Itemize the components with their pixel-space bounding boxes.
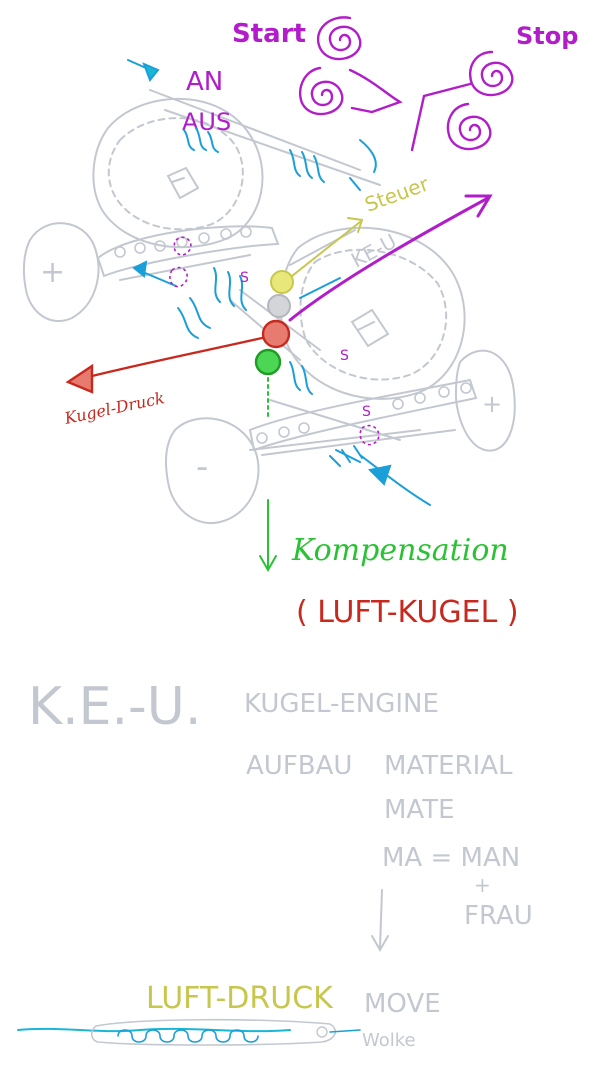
grey-down-arrow bbox=[371, 889, 389, 953]
plus-plate bbox=[22, 222, 100, 323]
red-ball bbox=[261, 319, 291, 349]
upper-drum bbox=[166, 166, 200, 200]
keu-big-title: K.E.-U. bbox=[28, 677, 201, 737]
green-ball bbox=[254, 348, 282, 376]
s-marker-2: S bbox=[340, 348, 349, 364]
green-down-arrow bbox=[259, 377, 277, 573]
red-arrow-text: Kugel-Druck bbox=[62, 388, 166, 428]
start-label: Start bbox=[232, 19, 306, 49]
lower-drum bbox=[350, 308, 390, 348]
aus-label: AUS bbox=[182, 108, 231, 136]
material-note: MATERIAL bbox=[384, 751, 513, 781]
move-note: MOVE bbox=[364, 989, 441, 1019]
olive-ball bbox=[270, 270, 294, 294]
kompensation-label: Kompensation bbox=[291, 533, 509, 568]
wolke-note: Wolke bbox=[362, 1030, 416, 1051]
wolke-drawing bbox=[17, 1018, 361, 1046]
purple-dash-marks bbox=[169, 236, 380, 446]
stop-spiral-bottom bbox=[446, 102, 492, 151]
stop-spiral-top bbox=[469, 50, 514, 97]
minus-plate bbox=[165, 417, 260, 525]
s-marker-3: S bbox=[362, 404, 371, 420]
plus-label-right: + bbox=[482, 390, 502, 418]
start-stop-switch bbox=[298, 16, 514, 152]
luft-druck-note: LUFT-DRUCK bbox=[146, 981, 334, 1016]
airflow-marks bbox=[127, 59, 431, 506]
start-spiral-top bbox=[317, 16, 362, 61]
start-spiral-bottom bbox=[298, 66, 344, 116]
plus-note: + bbox=[474, 873, 491, 897]
start-connector bbox=[348, 68, 403, 114]
an-label: AN bbox=[186, 67, 223, 97]
keu-small-label: KE-U bbox=[347, 229, 400, 273]
luft-kugel-label: ( LUFT-KUGEL ) bbox=[296, 595, 519, 630]
stop-label: Stop bbox=[516, 22, 578, 50]
plus-label-left: + bbox=[40, 255, 65, 290]
grey-ball bbox=[267, 294, 291, 318]
frau-note: FRAU bbox=[464, 901, 533, 931]
red-pressure-arrow bbox=[65, 336, 264, 394]
right-capsule bbox=[454, 349, 516, 452]
kugel-engine-note: KUGEL-ENGINE bbox=[244, 689, 439, 719]
minus-label: - bbox=[196, 447, 208, 487]
ma-man-note: MA = MAN bbox=[382, 843, 520, 873]
mate-note: MATE bbox=[384, 795, 455, 825]
s-marker-1: S bbox=[240, 270, 249, 286]
center-balls bbox=[254, 270, 294, 376]
lower-wheel-dashed bbox=[299, 248, 448, 381]
aufbau-note: AUFBAU bbox=[246, 751, 352, 781]
stop-connector bbox=[410, 82, 472, 152]
purple-steering-arrow bbox=[288, 194, 493, 322]
steer-arrow bbox=[291, 217, 364, 277]
lower-belt bbox=[248, 378, 478, 452]
steuer-label: Steuer bbox=[362, 171, 433, 216]
upper-wheel bbox=[92, 97, 264, 249]
